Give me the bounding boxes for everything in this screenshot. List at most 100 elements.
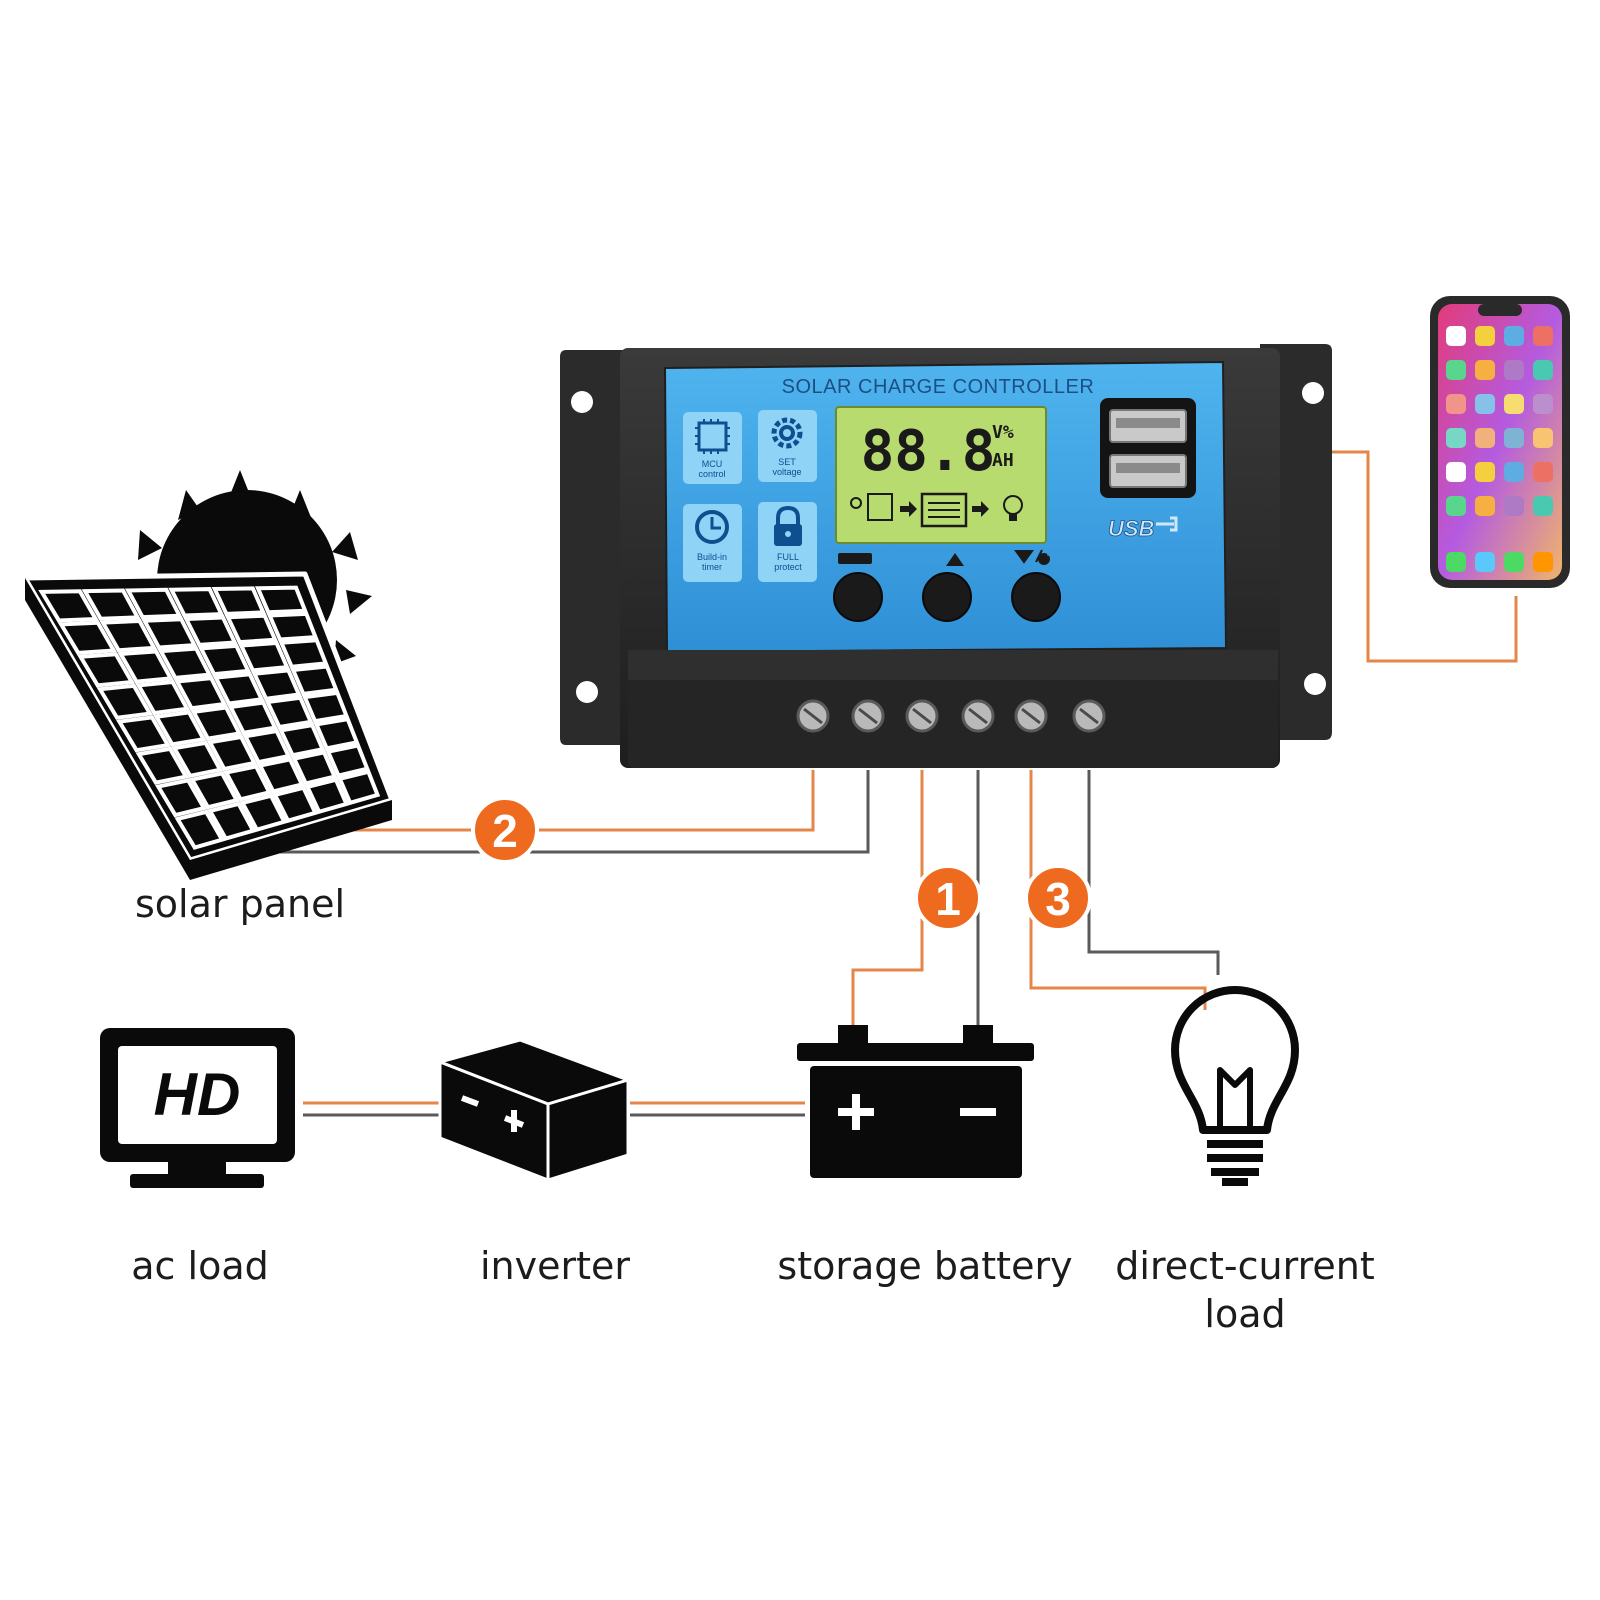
charge-controller: SOLAR CHARGE CONTROLLER MCU control SET … (560, 344, 1332, 768)
solar-cell (174, 675, 228, 711)
badge-number: 2 (492, 805, 518, 857)
terminal-screw (851, 699, 885, 733)
dock-app-icon (1475, 552, 1495, 572)
arrow-icon (972, 501, 989, 517)
app-icons (1446, 326, 1553, 572)
down-button[interactable] (1011, 572, 1061, 622)
solar-cell (135, 746, 190, 785)
down-symbol-icon (1014, 549, 1050, 565)
app-icon (1533, 462, 1553, 482)
solar-cell (155, 778, 208, 818)
app-icon (1446, 428, 1466, 448)
up-button[interactable] (922, 572, 972, 622)
app-icon (1533, 326, 1553, 346)
menu-symbol-icon (838, 553, 872, 564)
app-icon (1475, 326, 1495, 346)
feature-line1: SET (778, 457, 796, 467)
solar-cell (207, 801, 257, 841)
clock-icon (695, 510, 729, 544)
menu-button[interactable] (833, 572, 883, 622)
label-inverter: inverter (479, 1244, 631, 1288)
usb-label: USB (1108, 516, 1155, 541)
lcd-unit-top: V% (992, 422, 1014, 443)
up-symbol-icon (946, 553, 964, 566)
app-icon (1504, 360, 1524, 380)
mount-hole-bottom-right (1304, 673, 1326, 695)
solar-cell (211, 586, 267, 616)
solar-cell (223, 764, 273, 802)
app-icon (1504, 428, 1524, 448)
app-icon (1446, 462, 1466, 482)
lcd-display: 88.8 V% AH (835, 406, 1047, 544)
feature-line1: MCU (702, 459, 723, 469)
solar-cell (290, 664, 339, 697)
gear-icon (771, 417, 803, 449)
label-storage-battery: storage battery (777, 1244, 1073, 1288)
app-icon (1446, 496, 1466, 516)
arrow-icon (900, 501, 917, 517)
mcu-chip-icon (695, 419, 730, 454)
usb-symbol-icon (1156, 516, 1178, 532)
solar-cell (301, 690, 350, 724)
solar-cell (99, 618, 158, 653)
badge-3: 3 (1024, 864, 1092, 932)
app-icon (1475, 462, 1495, 482)
app-icon (1446, 326, 1466, 346)
mount-hole-top-left (571, 391, 593, 413)
dc-load-light-bulb-icon (1171, 986, 1299, 1186)
solar-cell (116, 715, 172, 753)
feature-line2: voltage (772, 467, 801, 477)
solar-cell (206, 734, 258, 772)
label-solar-panel: solar panel (134, 882, 346, 926)
plus-icon (503, 1110, 525, 1132)
feature-line1: FULL (777, 552, 799, 562)
usb-ports[interactable] (1100, 398, 1196, 498)
sun-indicator-icon (850, 497, 862, 509)
solar-cell (212, 672, 265, 706)
app-icon (1475, 428, 1495, 448)
solar-cell (227, 700, 279, 735)
solar-cell (96, 683, 154, 720)
solar-cell (254, 585, 309, 615)
solar-cell (117, 649, 174, 684)
mount-hole-top-right (1302, 382, 1324, 404)
solar-cell (242, 728, 292, 765)
solar-cell (38, 589, 100, 623)
solar-cell (337, 769, 381, 806)
monitor-hd-text: HD (154, 1061, 241, 1128)
solar-cell (77, 652, 136, 688)
lcd-value: 88.8 (861, 419, 996, 484)
solar-cell (141, 617, 198, 650)
dock-app-icon (1446, 552, 1466, 572)
ac-load-monitor-icon: HD (100, 1028, 295, 1188)
solar-cell (257, 757, 305, 794)
controller-title: SOLAR CHARGE CONTROLLER (782, 376, 1095, 398)
solar-cell (124, 587, 183, 620)
panel-indicator-icon (867, 493, 893, 521)
feature-tile-timer: Build-in timer (683, 504, 742, 582)
plus-icon (838, 1094, 874, 1130)
app-icon (1533, 496, 1553, 516)
solar-panel-icon (22, 470, 395, 880)
solar-cell (313, 716, 360, 751)
solar-cell (197, 643, 252, 677)
solar-cell (251, 668, 302, 701)
badge-number: 3 (1045, 873, 1071, 925)
solar-cell (135, 679, 191, 716)
lcd-flow-icons (850, 492, 1023, 528)
solar-cell (304, 777, 350, 815)
battery-indicator-icon (920, 492, 968, 528)
badge-number: 1 (935, 873, 961, 925)
feature-line2: protect (774, 562, 802, 572)
solar-cell (171, 740, 224, 779)
solar-cell (174, 809, 226, 850)
app-icon (1475, 360, 1495, 380)
solar-cell (272, 785, 319, 824)
solar-cell (266, 611, 319, 642)
solar-cell (153, 710, 207, 747)
label-ac-load: ac load (131, 1244, 269, 1288)
inverter-icon (435, 1038, 633, 1183)
solar-cell (168, 587, 225, 618)
app-icon (1504, 326, 1524, 346)
feature-line2: control (698, 469, 725, 479)
